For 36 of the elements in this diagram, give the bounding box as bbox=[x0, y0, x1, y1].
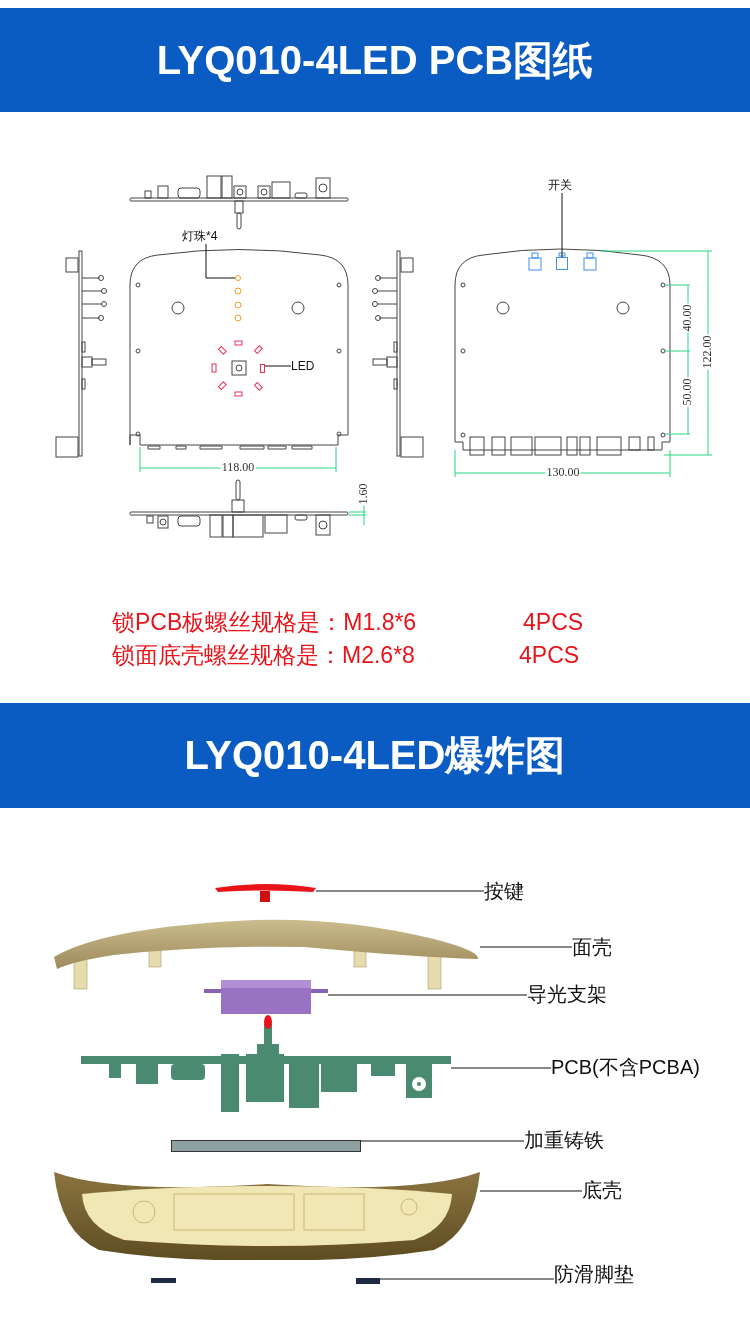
title-banner bbox=[0, 703, 750, 808]
callout-label: 面壳 bbox=[572, 935, 622, 959]
callout-label: 灯珠*4 bbox=[182, 228, 236, 244]
face-shell-drawing bbox=[54, 917, 480, 990]
callout-label: 加重铸铁 bbox=[524, 1128, 620, 1154]
foot-pad-drawing bbox=[356, 1278, 380, 1284]
leader-line bbox=[379, 1278, 555, 1280]
bottom-shell-drawing bbox=[54, 1172, 480, 1260]
leader-line bbox=[205, 243, 236, 279]
leader-line bbox=[264, 365, 292, 367]
leader-line bbox=[479, 1190, 583, 1192]
leader-line bbox=[360, 1140, 525, 1142]
callout-label: LED bbox=[291, 358, 325, 374]
pcb-board-drawing bbox=[81, 1014, 451, 1112]
leader-line bbox=[315, 890, 485, 892]
banner-title: LYQ010-4LED PCB图纸 bbox=[156, 36, 594, 84]
screw-spec-text: 锁面底壳螺丝规格是：M2.6*8 bbox=[112, 642, 415, 669]
light-guide-bracket-drawing bbox=[204, 980, 328, 1014]
leader-line bbox=[561, 192, 563, 258]
callout-label: 底壳 bbox=[582, 1178, 632, 1204]
title-banner bbox=[0, 8, 750, 112]
screw-spec-text: 锁PCB板螺丝规格是：M1.8*6 bbox=[112, 609, 417, 636]
callout-label: PCB(不含PCBA) bbox=[551, 1055, 715, 1081]
leader-line bbox=[450, 1067, 552, 1069]
quantity-text: 4PCS bbox=[523, 609, 584, 636]
callout-label: 按键 bbox=[484, 879, 532, 903]
leader-line bbox=[327, 994, 528, 996]
leader-line bbox=[479, 946, 573, 948]
callout-label: 导光支架 bbox=[527, 982, 623, 1008]
banner-title: LYQ010-4LED爆炸图 bbox=[184, 732, 566, 779]
cast-iron-weight-drawing bbox=[171, 1140, 361, 1152]
quantity-text: 4PCS bbox=[519, 642, 580, 669]
led-pad bbox=[260, 364, 265, 373]
callout-label: 开关 bbox=[548, 177, 578, 193]
switch-component bbox=[556, 257, 568, 270]
callout-label: 防滑脚垫 bbox=[554, 1262, 650, 1288]
